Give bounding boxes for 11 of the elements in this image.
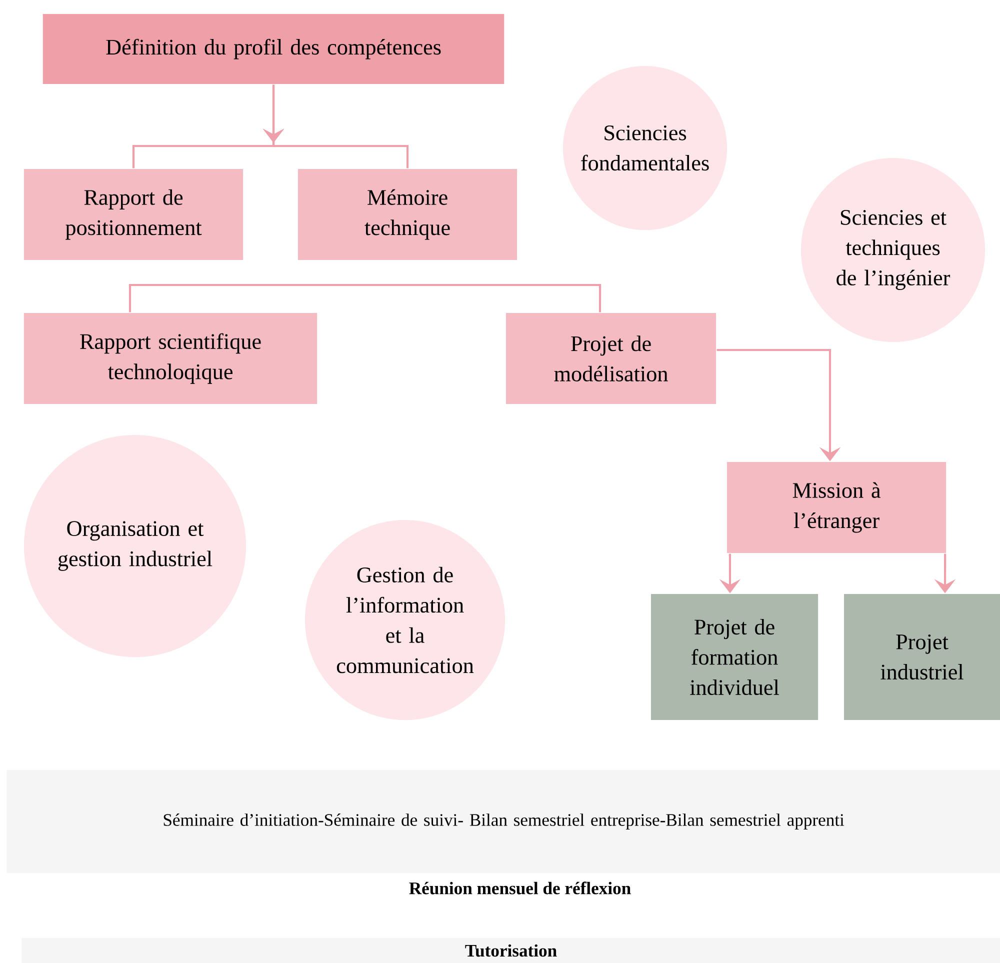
process-box: Mémoire technique bbox=[298, 168, 518, 260]
heading-text: Réunion mensuel de réflexion bbox=[409, 882, 631, 894]
process-box: Définition du profil des compétences bbox=[42, 14, 504, 84]
process-box: Mission à l’étranger bbox=[726, 462, 946, 554]
activity-band: Tutorisation bbox=[22, 938, 1000, 963]
process-box: Rapport scientifique technoloqique bbox=[24, 312, 318, 404]
activity-band: Séminaire d’initiation-Séminaire de suivi- Bilan semestriel entreprise-Bilan semestriel apprenti bbox=[6, 770, 1000, 874]
process-box: Projet industriel bbox=[844, 594, 1000, 720]
process-box: Projet de formation individuel bbox=[650, 594, 818, 720]
process-box: Rapport de positionnement bbox=[24, 168, 244, 260]
process-box: Projet de modélisation bbox=[506, 312, 716, 404]
